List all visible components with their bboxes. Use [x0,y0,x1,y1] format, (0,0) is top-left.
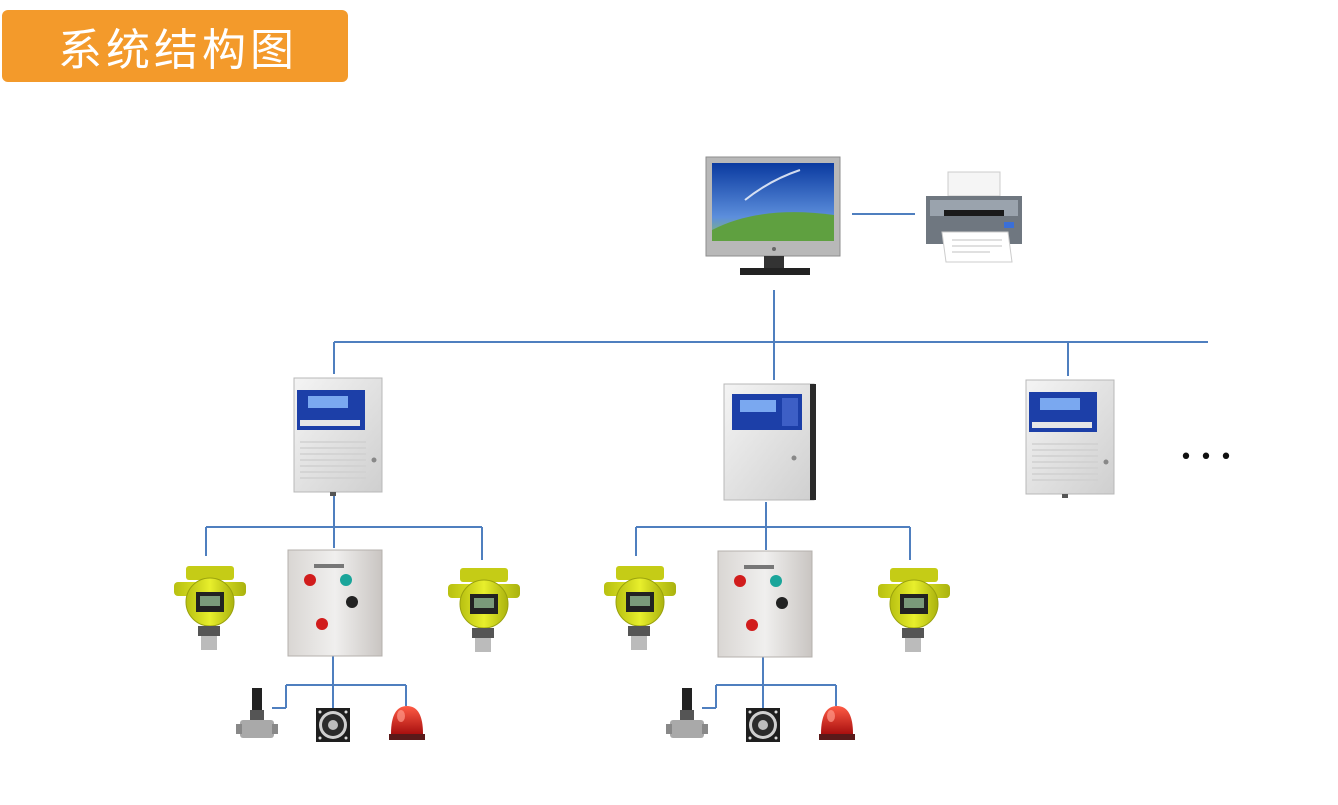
solenoid-valve-icon [236,688,278,738]
alarm-light-icon [389,706,425,740]
gas-detector-icon [447,567,521,653]
page-title: 系统结构图 [58,25,298,76]
gas-detector-icon [173,565,247,651]
alarm-controller-icon [1025,379,1115,499]
computer-monitor-icon [705,156,841,275]
connection-lines [205,213,1208,709]
alarm-controller-icon [293,377,383,497]
printer-icon [926,171,1022,263]
more-ellipsis: • • • [1180,445,1233,470]
gas-detector-icon [603,565,677,651]
gas-detector-icon [877,567,951,653]
title-badge: 系统结构图 [2,10,348,82]
linkage-control-box-icon [717,550,813,658]
linkage-control-box-icon [287,549,383,657]
alarm-light-icon [819,706,855,740]
exhaust-fan-icon [316,708,350,742]
solenoid-valve-icon [666,688,708,738]
alarm-controller-icon [723,383,816,501]
exhaust-fan-icon [746,708,780,742]
